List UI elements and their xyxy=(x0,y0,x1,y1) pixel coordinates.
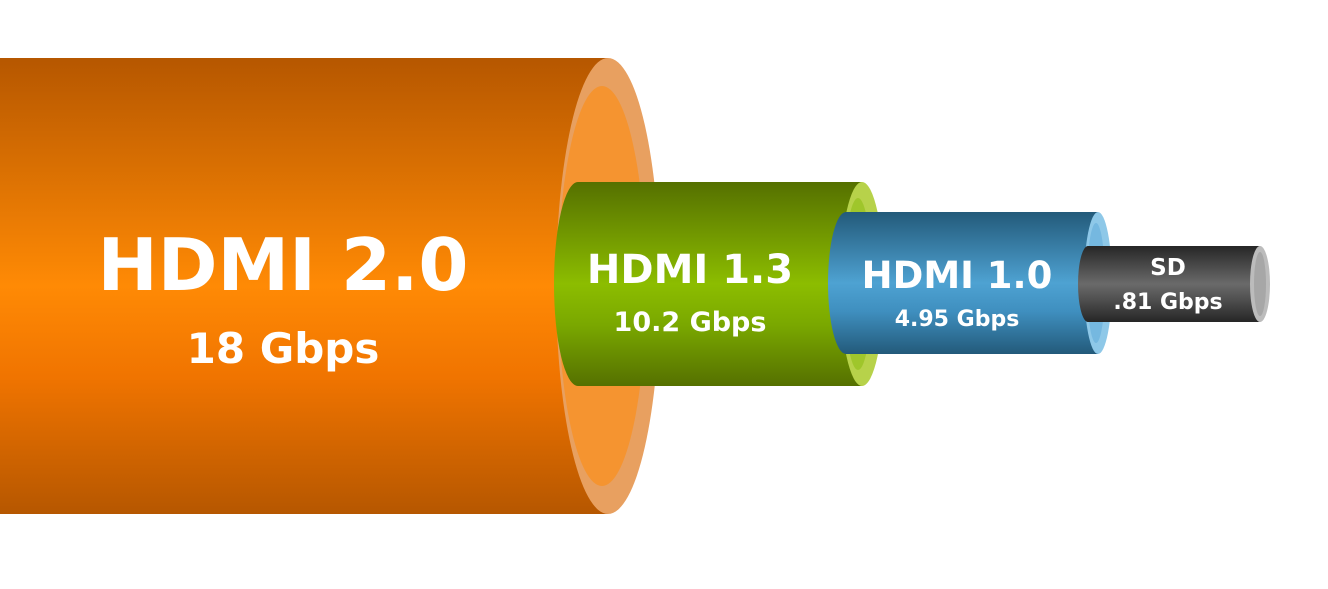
cable-end-inner-sd xyxy=(1254,252,1266,316)
label-name-hdmi-1-3: HDMI 1.3 xyxy=(587,247,793,293)
cable-body-hdmi-1-0 xyxy=(846,212,1098,354)
label-speed-hdmi-1-3: 10.2 Gbps xyxy=(614,307,767,338)
cable-cap-sd xyxy=(1078,246,1098,322)
cable-sd xyxy=(1078,246,1270,322)
label-speed-hdmi-1-0: 4.95 Gbps xyxy=(895,307,1020,332)
label-name-hdmi-1-0: HDMI 1.0 xyxy=(862,254,1053,297)
cable-body-sd xyxy=(1088,246,1260,322)
label-speed-hdmi-2-0: 18 Gbps xyxy=(187,324,380,373)
label-name-sd: SD xyxy=(1150,255,1186,281)
cable-cap-hdmi-1-0 xyxy=(828,212,864,354)
cable-body-hdmi-2-0 xyxy=(0,58,608,514)
label-speed-sd: .81 Gbps xyxy=(1113,290,1222,315)
cable-cap-hdmi-1-3 xyxy=(554,182,602,386)
label-name-hdmi-2-0: HDMI 2.0 xyxy=(97,223,468,307)
cable-body-hdmi-1-3 xyxy=(578,182,862,386)
